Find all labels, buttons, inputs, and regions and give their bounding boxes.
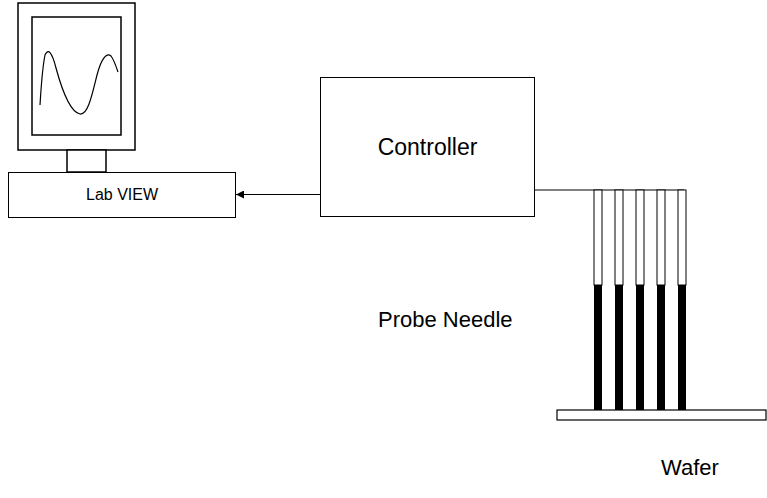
waveform <box>40 52 118 114</box>
part-label: Probe Needle <box>378 307 513 333</box>
needle-tip <box>594 285 602 410</box>
needle-tip <box>678 285 686 410</box>
computer-base-box: Lab VIEW <box>8 172 236 218</box>
wafer-label: Wafer <box>661 455 719 481</box>
needle-tip <box>657 285 665 410</box>
monitor-neck <box>67 150 106 172</box>
needle-tip <box>615 285 623 410</box>
controller-box: Controller <box>320 77 535 217</box>
needle-shaft <box>594 190 602 285</box>
needle-tip <box>636 285 644 410</box>
needle-shaft <box>615 190 623 285</box>
needle-shaft <box>678 190 686 285</box>
needle-shaft <box>657 190 665 285</box>
probe-needles <box>594 190 686 410</box>
monitor-housing <box>18 3 135 150</box>
monitor-screen <box>32 17 121 135</box>
arrow-connector <box>236 194 320 195</box>
node-text: Lab VIEW <box>86 186 158 204</box>
needle-shaft <box>636 190 644 285</box>
wafer <box>557 410 766 420</box>
node-text: Controller <box>378 134 478 161</box>
